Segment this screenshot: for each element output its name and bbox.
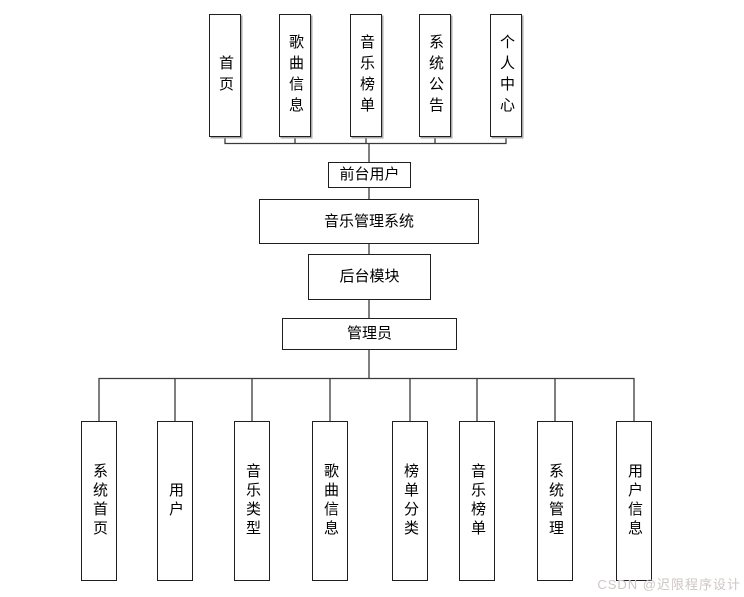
node-song-info-admin: 歌曲信息 [312,421,348,581]
node-front-user: 前台用户 [328,162,411,188]
node-system-management: 系统管理 [537,421,573,581]
node-music-chart-admin: 音乐榜单 [459,421,495,581]
node-backend-module: 后台模块 [308,254,431,300]
csdn-watermark: CSDN @迟限程序设计 [597,577,741,592]
node-user-info: 用户信息 [616,421,652,581]
node-chart-category: 榜单分类 [392,421,428,581]
node-system-announcement: 系统公告 [419,14,451,137]
node-home: 首页 [209,14,241,137]
node-personal-center: 个人中心 [490,14,522,137]
node-music-management-system: 音乐管理系统 [259,199,479,244]
node-admin: 管理员 [282,318,457,350]
node-music-type: 音乐类型 [234,421,270,581]
node-song-info: 歌曲信息 [279,14,311,137]
node-music-chart: 音乐榜单 [350,14,382,137]
node-user: 用户 [157,421,193,581]
node-system-home: 系统首页 [81,421,117,581]
